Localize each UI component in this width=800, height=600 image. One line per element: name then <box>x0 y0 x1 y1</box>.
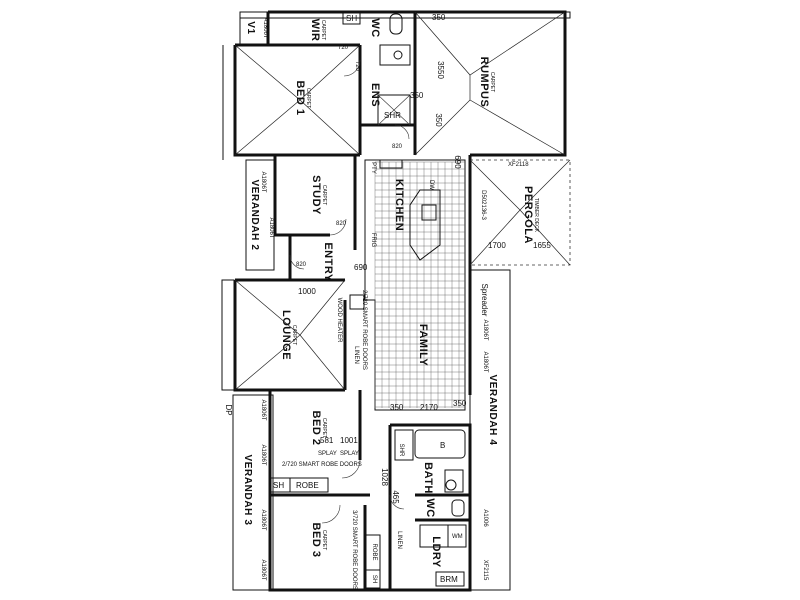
room-wir-floor: CARPET <box>320 20 326 40</box>
beam-code-2: A1806T <box>260 171 266 192</box>
dim-581: 581 <box>320 436 334 445</box>
dim-2170: 2170 <box>420 403 438 412</box>
room-wc-bottom-name: WC <box>424 498 436 517</box>
roof-hip-lines <box>234 11 571 391</box>
fixture-linen-mid: LINEN <box>353 346 359 364</box>
room-wc-top-name: WC <box>369 18 381 37</box>
fixture-shapes <box>349 13 467 548</box>
verandah-v1: V1 <box>245 21 256 34</box>
dim-720-b: 720 <box>354 61 360 72</box>
fixture-robe-bed2: ROBE <box>296 481 319 490</box>
fixture-shr-bath: SHR <box>398 444 404 457</box>
room-bed1-floor: CARPET <box>305 88 311 108</box>
fixture-spreader: Spreader <box>480 284 489 317</box>
beam-code-4: A1806T <box>260 399 266 420</box>
room-family-name: FAMILY <box>417 324 429 366</box>
dim-1655: 1655 <box>533 241 551 250</box>
fixture-dp: DP <box>224 404 233 415</box>
dim-820-entry: 820 <box>296 262 307 268</box>
room-ldry-name: LDRY <box>430 536 442 568</box>
dim-350-fam-r: 350 <box>453 399 467 408</box>
fixture-wood-heater: WOOD HEATER <box>336 298 342 344</box>
beam-codes: A1806T A1806T A1806T A1806T A1806T A1806… <box>260 17 529 580</box>
fixture-sh-bed3: SH <box>371 575 377 583</box>
dim-690-kit: 690 <box>453 155 462 169</box>
beam-code-6: A1806T <box>260 509 266 530</box>
fixture-brm: BRM <box>440 575 458 584</box>
room-lounge-floor: CARPET <box>291 325 297 345</box>
verandah-4: VERANDAH 4 <box>487 374 498 445</box>
room-lounge-name: LOUNGE <box>280 310 292 360</box>
walls <box>233 10 567 592</box>
dim-1000: 1000 <box>298 287 316 296</box>
beam-code-9: A1006 <box>482 509 488 527</box>
verandah-2: VERANDAH 2 <box>249 179 260 250</box>
verandah-labels: V1 VERANDAH 2 VERANDAH 3 VERANDAH 4 <box>242 21 498 525</box>
room-rumpus-floor: CARPET <box>489 72 495 92</box>
fixture-labels: SH SHR PTY DW FRIG WOOD HEATER LINEN 2/7… <box>224 11 489 590</box>
room-bed3-floor: CARPET <box>321 530 327 550</box>
dim-690-entry: 690 <box>354 263 368 272</box>
beam-code-13: D502136-3 <box>480 190 486 220</box>
room-wir-name: WIR <box>309 19 321 42</box>
fixture-linen-doors: 2/720 SMART ROBE DOORS <box>361 290 367 370</box>
fixture-bed3-doors: 3/720 SMART ROBE DOORS <box>351 510 357 590</box>
fixture-sh-top: SH <box>346 14 357 23</box>
fixture-frig: FRIG <box>370 233 376 248</box>
fixture-wm: WM <box>452 534 463 540</box>
dimension-labels: 350 3550 350 350 720 720 820 690 820 820… <box>296 13 551 504</box>
verandah-3: VERANDAH 3 <box>242 454 253 525</box>
fixture-splay-2: SPLAY <box>340 451 359 457</box>
room-kitchen-name: KITCHEN <box>393 179 405 231</box>
dim-1700: 1700 <box>488 241 506 250</box>
beam-code-10: A1806T <box>482 351 488 372</box>
dim-350-top: 350 <box>432 13 446 22</box>
room-bed2-name: BED 2 <box>310 411 322 446</box>
fixture-splay-1: SPLAY <box>318 451 337 457</box>
dim-350-ens: 350 <box>410 91 424 100</box>
room-bed2-floor: CARPET <box>321 418 327 438</box>
room-bed3-name: BED 3 <box>310 523 322 558</box>
beam-code-1: A1806T <box>262 17 268 38</box>
fixture-dw: DW <box>428 180 434 190</box>
dim-1028: 1028 <box>380 468 389 486</box>
beam-code-5: A1806T <box>260 444 266 465</box>
room-entry-name: ENTRY <box>322 242 334 282</box>
beam-code-11: XF2118 <box>508 162 529 168</box>
dim-820-study: 820 <box>336 221 347 227</box>
room-bed1-name: BED 1 <box>294 81 306 116</box>
dim-465: 465 <box>391 490 400 504</box>
dim-720-a: 720 <box>338 45 349 51</box>
fixture-pty: PTY <box>370 162 376 174</box>
dim-1001: 1001 <box>340 436 358 445</box>
dim-820-ens: 820 <box>392 144 403 150</box>
fixture-sh-bed2: SH <box>273 481 284 490</box>
room-labels: RUMPUS CARPET BED 1 CARPET WIR CARPET WC… <box>280 18 539 568</box>
beam-code-12: XF2115 <box>482 560 488 581</box>
door-swings <box>289 59 410 524</box>
fixture-linen-bottom: LINEN <box>396 531 402 549</box>
dim-350-ens2: 350 <box>434 113 443 127</box>
dim-350-fam-l: 350 <box>390 403 404 412</box>
room-rumpus-name: RUMPUS <box>478 57 490 108</box>
room-study-name: STUDY <box>310 175 322 215</box>
beam-code-7: A1806T <box>260 559 266 580</box>
fixture-bed2-doors: 2/720 SMART ROBE DOORS <box>282 462 362 468</box>
beam-code-8: A1806T <box>482 319 488 340</box>
beam-code-3: A1806T <box>268 217 274 238</box>
room-bath-name: BATH <box>422 462 434 494</box>
fixture-b: B <box>440 441 445 450</box>
room-study-floor: CARPET <box>321 185 327 205</box>
fixture-robe-bed3: ROBE <box>371 543 377 560</box>
room-ens-name: ENS <box>369 83 381 107</box>
tile-grid <box>374 161 465 408</box>
fixture-shr-ens: SHR <box>384 111 401 120</box>
room-pergola-name: PERGOLA <box>522 186 534 244</box>
room-pergola-floor: TIMBER DECK <box>533 198 539 233</box>
dim-3550: 3550 <box>436 61 445 79</box>
